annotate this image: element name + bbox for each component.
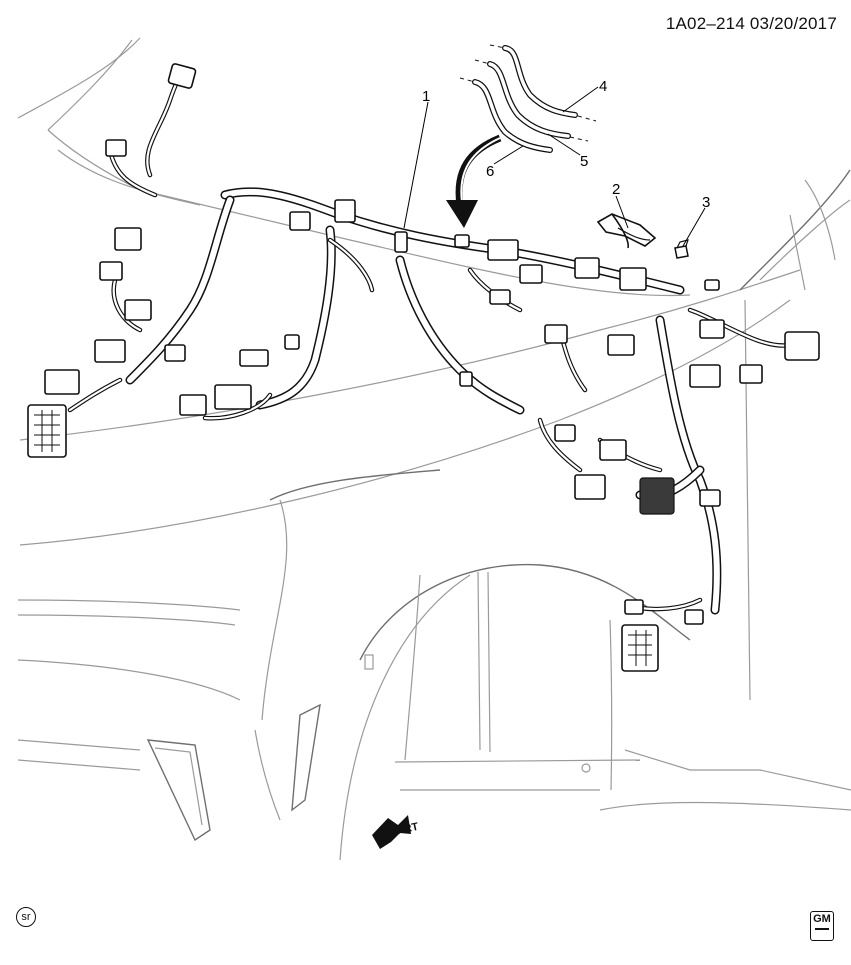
- callout-labels: 1 2 3 4 5 6: [422, 78, 710, 211]
- sr-badge-label: sr: [21, 911, 31, 923]
- callout-2: 2: [612, 181, 620, 198]
- document-id: 1A02–214 03/20/2017: [665, 14, 837, 33]
- front-direction-indicator: FRT: [372, 815, 420, 849]
- sr-badge-icon: sr: [16, 907, 36, 927]
- part-6-conduit: [459, 77, 553, 153]
- front-direction-arrow-icon: [372, 815, 411, 849]
- harness-connectors: [27, 63, 820, 672]
- vehicle-body-outline: [17, 37, 851, 861]
- callout-1: 1: [422, 88, 430, 105]
- frt-label: FRT: [396, 821, 420, 837]
- callout-5: 5: [580, 153, 588, 170]
- installation-arrow: [446, 134, 502, 228]
- large-connector-right: [621, 624, 659, 672]
- part-3-retainer: [674, 239, 689, 259]
- large-connector-left: [27, 404, 67, 458]
- callout-4: 4: [599, 78, 607, 95]
- callout-6: 6: [486, 163, 494, 180]
- gm-logo-label: GM: [813, 913, 831, 925]
- instrument-panel-wiring-harness: [67, 67, 793, 615]
- part-4-conduit: [489, 44, 597, 122]
- part-5-conduit: [474, 59, 589, 142]
- callout-leaders: [403, 86, 706, 247]
- callout-3: 3: [702, 194, 710, 211]
- part-2-harness-bracket: [596, 213, 657, 249]
- gm-logo-icon: GM: [810, 911, 834, 941]
- gm-logo-bar: [815, 928, 829, 930]
